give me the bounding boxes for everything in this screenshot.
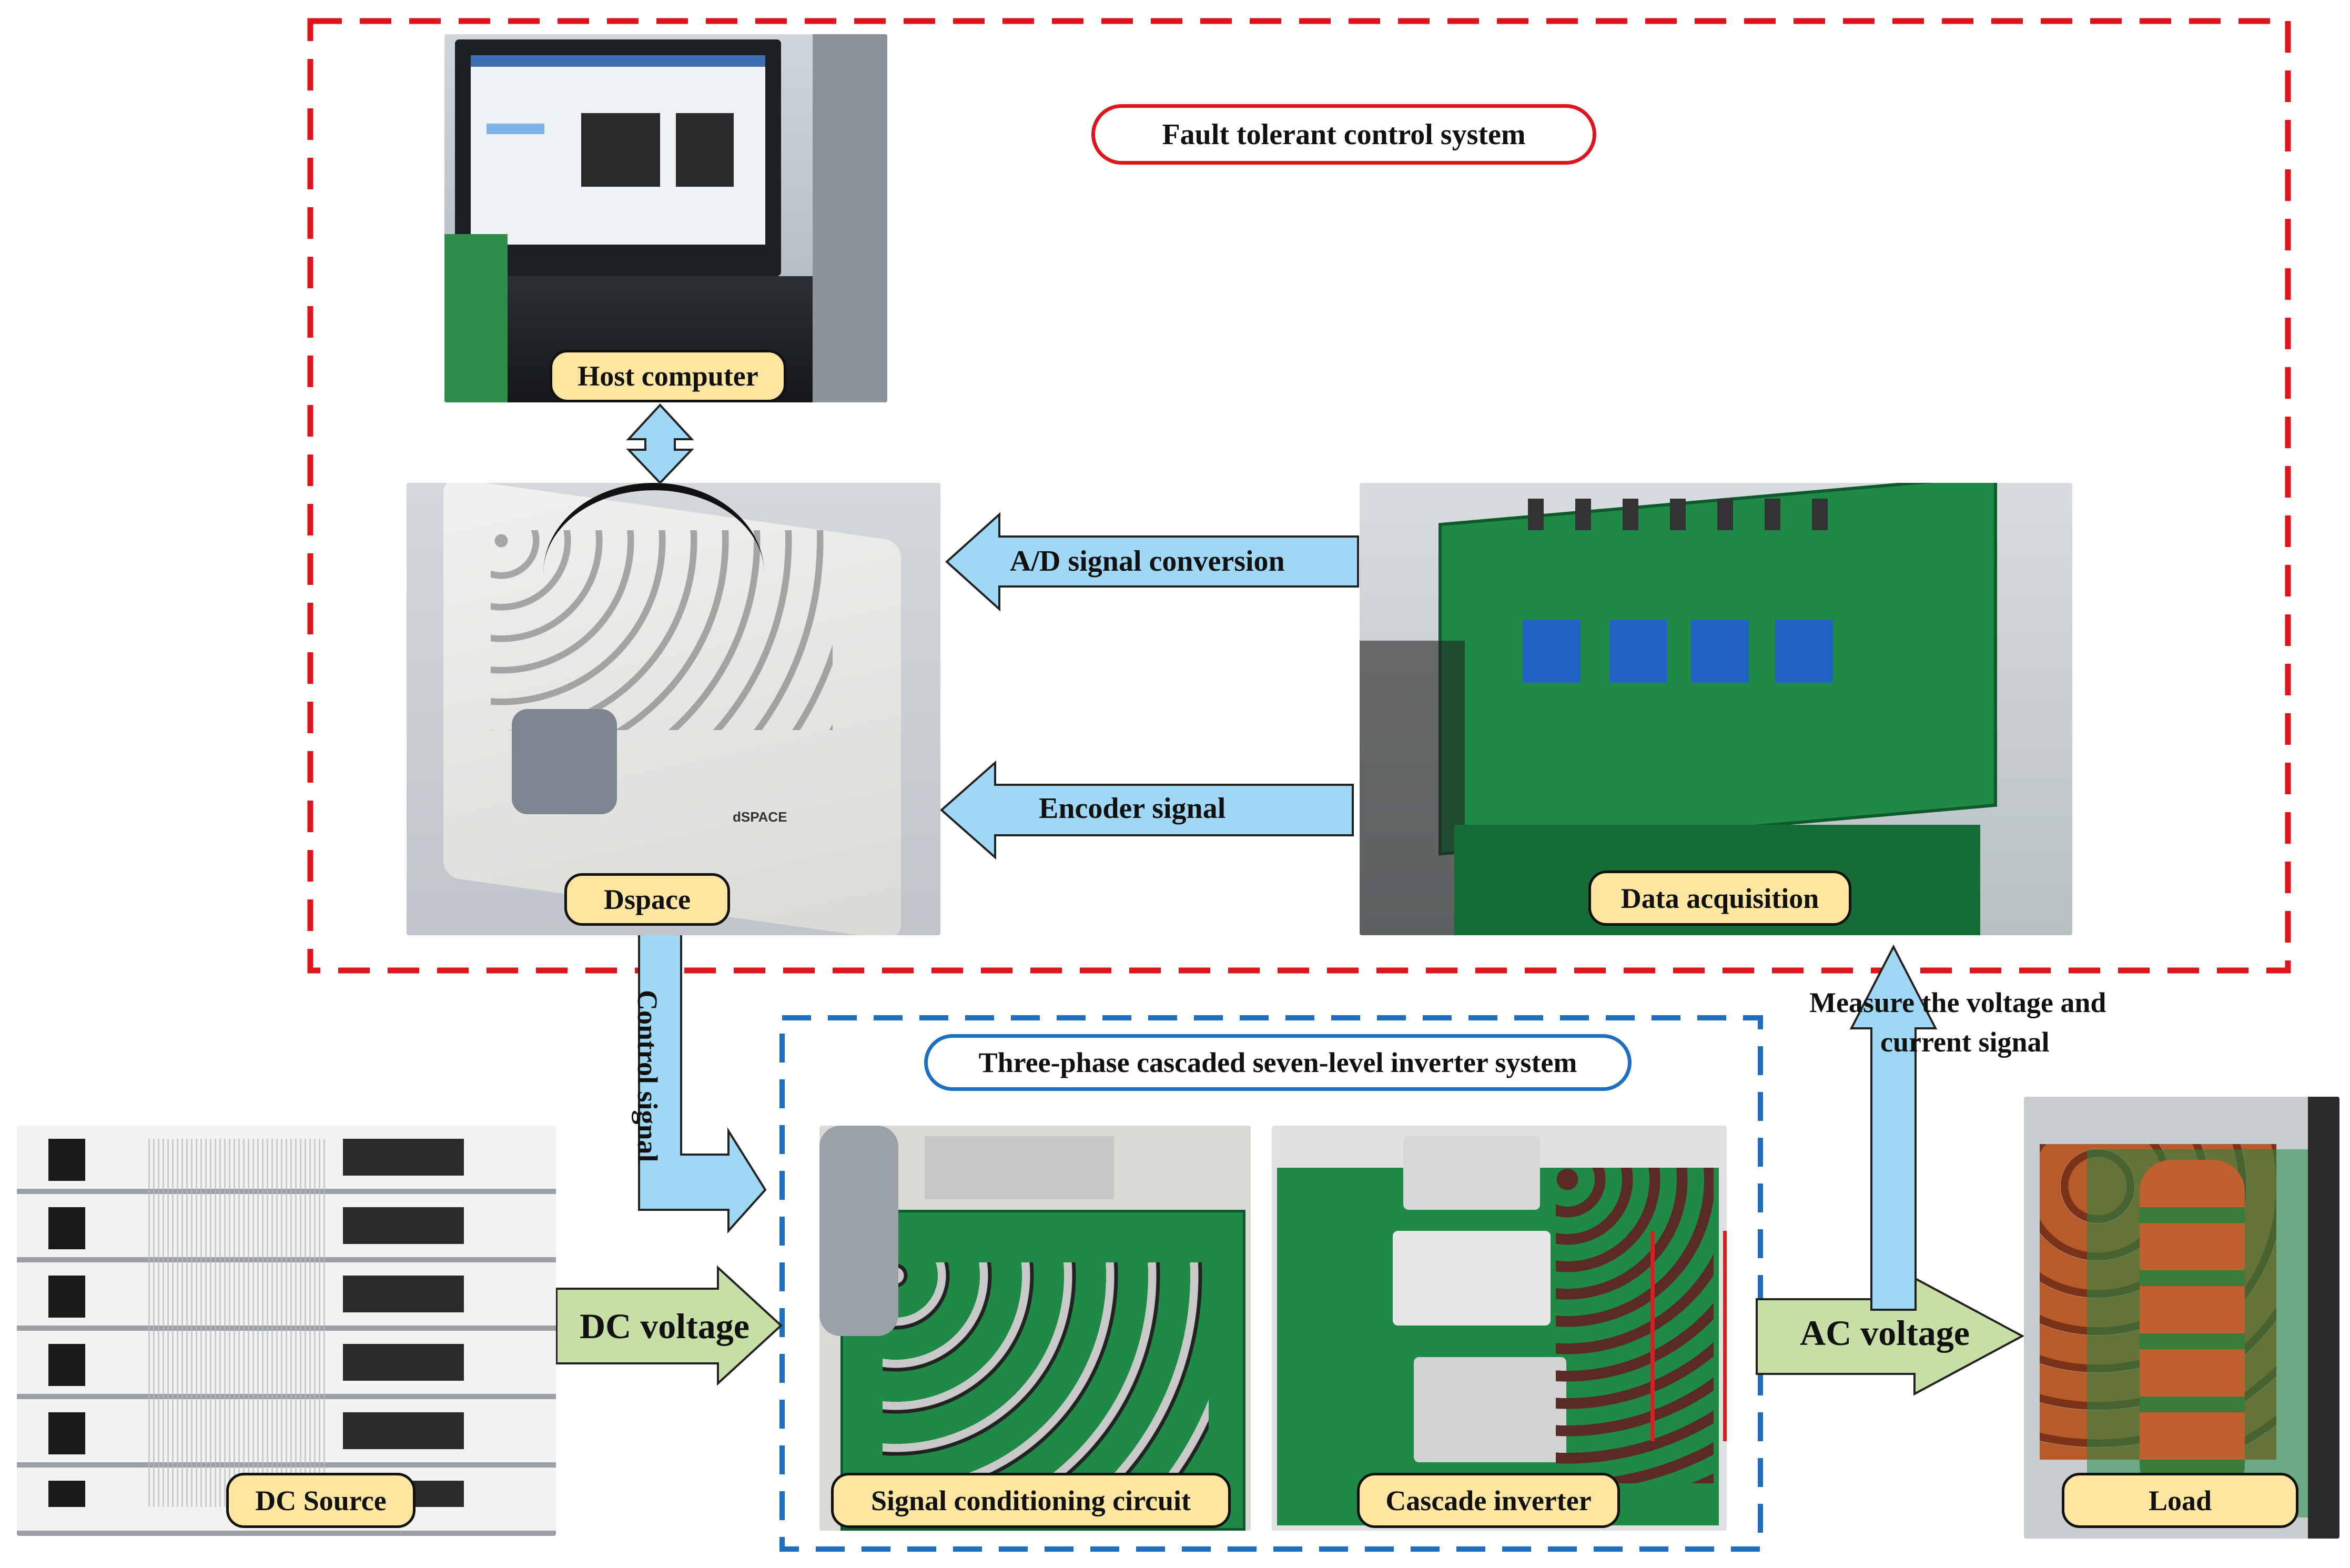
dc-voltage-text: DC voltage [580,1306,749,1346]
dspace-label: Dspace [564,873,730,926]
load-label: Load [2062,1473,2298,1528]
host-dspace-double-arrow [626,403,694,484]
laptop-screen [455,39,781,276]
measure-text-line2: current signal [1880,1026,2050,1058]
inverter-system-title: Three-phase cascaded seven-level inverte… [924,1034,1632,1091]
dc-voltage-arrow-shape [555,1265,783,1386]
ac-voltage-text: AC voltage [1800,1313,1970,1353]
control-signal-arrow-shape [638,933,767,1234]
dspace-brand-mark: dSPACE [733,809,787,825]
fault-tolerant-title: Fault tolerant control system [1091,104,1596,165]
load-photo [2024,1097,2339,1539]
measure-arrow-shape [1849,944,1938,1311]
control-signal-text: Control signal [632,990,663,1162]
data-acquisition-label: Data acquisition [1588,871,1851,926]
fault-tolerant-boundary [307,18,2291,974]
signal-conditioning-photo [819,1126,1251,1531]
dc-source-label: DC Source [226,1473,416,1528]
signal-conditioning-label: Signal conditioning circuit [831,1473,1231,1528]
encoder-text: Encoder signal [1039,792,1226,825]
encoder-arrow-shape [939,760,1354,860]
host-computer-photo [444,34,887,402]
dc-source-photo [17,1126,556,1536]
inverter-system-boundary [779,1015,1763,1552]
host-computer-label: Host computer [550,350,786,402]
cascade-inverter-photo [1272,1126,1727,1531]
ad-conversion-arrow-shape [945,512,1359,612]
dspace-photo: dSPACE [407,483,940,935]
ad-conversion-text: A/D signal conversion [1010,545,1285,578]
measure-text-line1: Measure the voltage and [1809,987,2106,1018]
data-acquisition-photo [1360,483,2072,935]
cascade-inverter-label: Cascade inverter [1357,1473,1620,1528]
